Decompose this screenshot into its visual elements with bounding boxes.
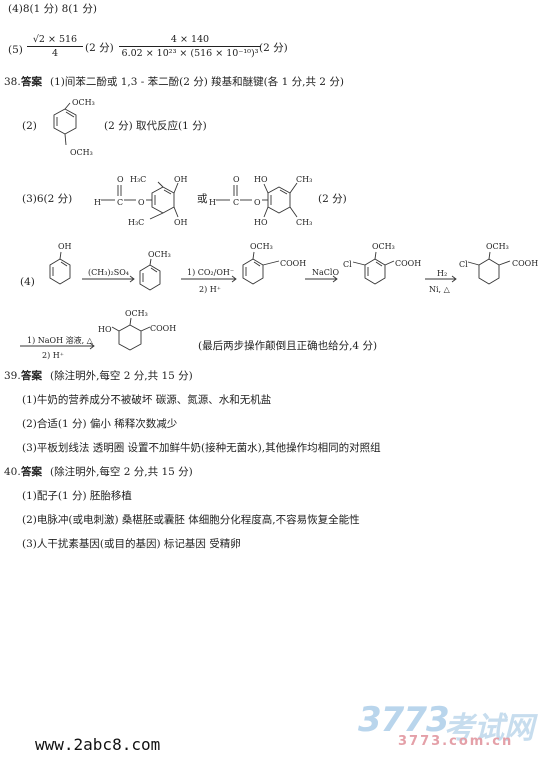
s4-cooh-2: COOH xyxy=(280,259,307,268)
s3b-ch3-top: CH₃ xyxy=(296,175,313,184)
s4-cooh-4: COOH xyxy=(512,259,539,268)
s3b-o-top: O xyxy=(233,175,240,184)
s4-och3-1: OCH₃ xyxy=(148,250,171,259)
q37-fraction-2: 4 × 140 6.02 × 10²³ × (516 × 10⁻¹⁰)³ xyxy=(119,34,261,59)
q38-part3-prefix: (3)6(2 分) xyxy=(22,193,73,205)
q37-fraction-1: √2 × 516 4 xyxy=(27,34,83,59)
q37-score1: (2 分) xyxy=(85,42,114,54)
reagent-4a: H₂ xyxy=(437,269,448,278)
s3b-h: H xyxy=(209,198,216,207)
synthesis-scheme xyxy=(20,251,511,351)
s4-oh: OH xyxy=(58,242,72,251)
s2-och3-top: OCH₃ xyxy=(72,98,95,107)
q38-part2-prefix: (2) xyxy=(22,120,37,132)
s3b-ch3-bottom: CH₃ xyxy=(296,218,313,227)
q39-number: 39. xyxy=(4,370,21,382)
frac2-numerator: 4 × 140 xyxy=(170,34,210,45)
s3a-h: H xyxy=(94,198,101,207)
reagent-5b: 2) H⁺ xyxy=(42,351,64,360)
s4-cl-4: Cl xyxy=(459,260,468,269)
logo-url: 3773.com.cn xyxy=(398,734,514,749)
s3b-c: C xyxy=(233,198,240,207)
q37-line5-prefix: (5) xyxy=(8,44,23,56)
q37-line4: (4)8(1 分) 8(1 分) xyxy=(8,3,97,15)
s4-och3-4: OCH₃ xyxy=(486,242,509,251)
q38-line1: (1)间苯二酚或 1,3 - 苯二酚(2 分) 羧基和醚键(各 1 分,共 2 … xyxy=(50,76,344,88)
s4-och3-3: OCH₃ xyxy=(372,242,395,251)
s3a-o-top: O xyxy=(117,175,124,184)
q39-line2: (2)合适(1 分) 偏小 稀释次数减少 xyxy=(22,418,178,430)
q38-note: (最后两步操作颠倒且正确也给分,4 分) xyxy=(198,340,378,352)
reagent-3: NaClO xyxy=(312,268,340,277)
reagent-1: (CH₃)₂SO₄ xyxy=(88,268,129,277)
s3a-oh-top: OH xyxy=(174,175,188,184)
logo-3773: 3773 考试网 3773.com.cn xyxy=(358,700,546,752)
s4-och3-2: OCH₃ xyxy=(250,242,273,251)
q40-intro: (除注明外,每空 2 分,共 15 分) xyxy=(50,466,193,478)
reagent-2a: 1) CO₂/OH⁻ xyxy=(187,268,235,277)
frac1-numerator: √2 × 516 xyxy=(32,34,78,45)
s3b-ho-top: HO xyxy=(254,175,268,184)
q39-intro: (除注明外,每空 2 分,共 15 分) xyxy=(50,370,193,382)
s3b-ho-bottom: HO xyxy=(254,218,268,227)
q38-part2-score: (2 分) 取代反应(1 分) xyxy=(104,120,207,132)
q37-score2: (2 分) xyxy=(259,42,288,54)
q40-line1: (1)配子(1 分) 胚胎移植 xyxy=(22,490,132,502)
q40-answer-label: 答案 xyxy=(21,466,42,478)
s4-cooh-5: COOH xyxy=(150,324,177,333)
q40-line2: (2)电脉冲(或电刺激) 桑椹胚或囊胚 体细胞分化程度高,不容易恢复全能性 xyxy=(22,514,360,526)
s3a-c: C xyxy=(117,198,124,207)
reagent-4b: Ni, △ xyxy=(429,285,450,294)
q38-part3-or: 或 xyxy=(197,193,208,205)
q38-answer-label: 答案 xyxy=(21,76,42,88)
s3a-h3c: H₃C xyxy=(130,175,147,184)
q39-line1: (1)牛奶的营养成分不被破坏 碳源、氮源、水和无机盐 xyxy=(22,394,272,406)
s3a-o: O xyxy=(138,198,145,207)
s4-och3-5: OCH₃ xyxy=(125,309,148,318)
s4-ho-5: HO xyxy=(98,325,112,334)
s2-och3-bottom: OCH₃ xyxy=(70,148,93,157)
ester-structure-b xyxy=(216,182,298,218)
q40-number: 40. xyxy=(4,466,21,478)
dimethoxybenzene-ring xyxy=(53,102,77,146)
s3a-oh-bottom: OH xyxy=(174,218,188,227)
q38-number: 38. xyxy=(4,76,21,88)
q38-part3-score: (2 分) xyxy=(318,193,347,205)
q38-part4-prefix: (4) xyxy=(20,276,35,288)
logo-chinese: 考试网 xyxy=(444,711,534,746)
frac1-denominator: 4 xyxy=(51,48,59,59)
frac2-denominator: 6.02 × 10²³ × (516 × 10⁻¹⁰)³ xyxy=(121,48,259,59)
q39-answer-label: 答案 xyxy=(21,370,42,382)
s3a-h3c-bottom: H₃C xyxy=(128,218,145,227)
q39-line3: (3)平板划线法 透明圈 设置不加鲜牛奶(接种无菌水),其他操作均相同的对照组 xyxy=(22,442,381,454)
s4-cooh-3: COOH xyxy=(395,259,422,268)
logo-number: 3773 xyxy=(358,700,450,740)
reagent-5a: 1) NaOH 溶液, △ xyxy=(27,336,93,345)
s3b-o: O xyxy=(254,198,261,207)
ester-structure-a xyxy=(101,181,179,220)
reagent-2b: 2) H⁺ xyxy=(199,285,221,294)
s4-cl-3: Cl xyxy=(343,260,352,269)
watermark-url-left: www.2abc8.com xyxy=(35,735,161,754)
q40-line3: (3)人干扰素基因(或目的基因) 标记基因 受精卵 xyxy=(22,538,241,550)
